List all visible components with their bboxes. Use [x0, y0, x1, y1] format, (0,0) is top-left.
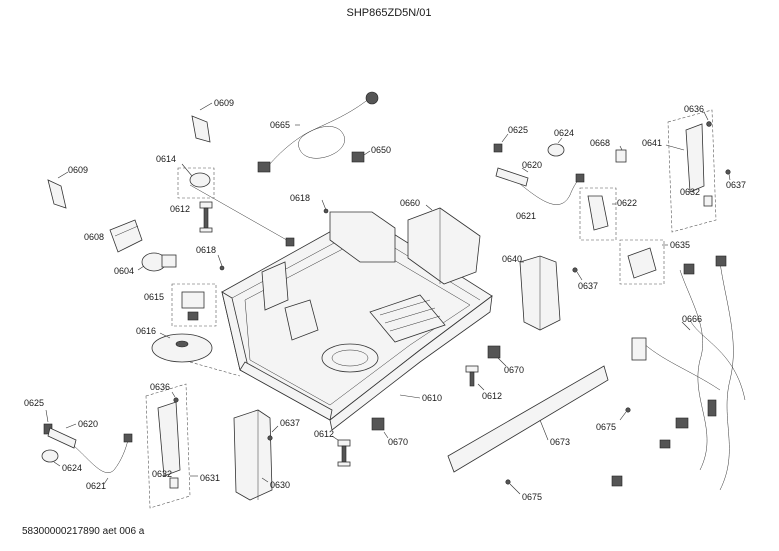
callout-0641: 0641	[642, 138, 662, 148]
callout-0670: 0670	[504, 365, 524, 375]
callout-0624: 0624	[62, 463, 82, 473]
callout-0610: 0610	[422, 393, 442, 403]
callout-0621: 0621	[516, 211, 536, 221]
callout-0618: 0618	[196, 245, 216, 255]
part-0612-foot	[465, 365, 485, 391]
callout-0604: 0604	[114, 266, 134, 276]
callout-0637: 0637	[578, 281, 598, 291]
part-0675-screw	[505, 479, 521, 495]
callout-0640: 0640	[502, 254, 522, 264]
part-0637-screw	[725, 169, 731, 181]
part-0670	[487, 345, 507, 367]
callout-0637: 0637	[726, 180, 746, 190]
callout-0615: 0615	[144, 292, 164, 302]
part-0621-cable	[73, 433, 133, 485]
part-0618-screw	[321, 199, 329, 214]
part-0666-wiring-harness	[611, 255, 746, 491]
callout-0620: 0620	[78, 419, 98, 429]
callout-0637: 0637	[280, 418, 300, 428]
callout-0636: 0636	[150, 382, 170, 392]
callout-0673: 0673	[550, 437, 570, 447]
callout-0636: 0636	[684, 104, 704, 114]
part-0637-screw	[572, 267, 583, 281]
part-0622	[579, 187, 617, 241]
callout-0625: 0625	[24, 398, 44, 408]
callout-0650: 0650	[371, 145, 391, 155]
part-0620-sensor	[47, 423, 77, 449]
part-0636-screw	[703, 111, 712, 127]
part-0668	[615, 145, 627, 163]
part-0618-screw	[217, 254, 225, 271]
callout-0609: 0609	[214, 98, 234, 108]
part-0604-valve	[137, 252, 177, 272]
callout-0621: 0621	[86, 481, 106, 491]
callout-0632: 0632	[680, 187, 700, 197]
callout-0612: 0612	[314, 429, 334, 439]
callout-0614: 0614	[156, 154, 176, 164]
callout-0618: 0618	[290, 193, 310, 203]
callout-0625: 0625	[508, 125, 528, 135]
part-0637-screw	[267, 425, 279, 441]
part-0650	[351, 150, 371, 163]
callout-0660: 0660	[400, 198, 420, 208]
callout-0668: 0668	[590, 138, 610, 148]
callout-0616: 0616	[136, 326, 156, 336]
callout-0675: 0675	[596, 422, 616, 432]
part-0624-cap	[547, 137, 565, 157]
callout-0622: 0622	[617, 198, 637, 208]
callout-0666: 0666	[682, 314, 702, 324]
part-0609-clip-left	[47, 171, 69, 209]
part-0620-sensor	[495, 167, 529, 187]
part-0621-cable	[519, 173, 585, 205]
part-0624-cap	[41, 449, 61, 467]
part-0675-screw	[619, 407, 631, 421]
part-0632-clip	[169, 477, 179, 489]
part-0641-bracket	[665, 109, 717, 233]
callout-0632: 0632	[152, 469, 172, 479]
callout-0675: 0675	[522, 492, 542, 502]
callout-0624: 0624	[554, 128, 574, 138]
callout-0665: 0665	[270, 120, 290, 130]
part-0673-kick-plate	[447, 365, 609, 473]
callout-0620: 0620	[522, 160, 542, 170]
callout-0635: 0635	[670, 240, 690, 250]
part-0640-bracket	[519, 255, 561, 331]
part-0615	[171, 283, 217, 327]
callout-0670: 0670	[388, 437, 408, 447]
part-0614-inlet-hose	[177, 163, 295, 247]
part-0608	[109, 219, 143, 253]
part-0632-clip	[703, 195, 713, 207]
part-0635	[619, 239, 668, 285]
callout-0630: 0630	[270, 480, 290, 490]
document-reference: 5830000021789​0 aet 006 a	[22, 526, 145, 537]
model-title: SHP865ZD5N/01	[347, 7, 432, 19]
callout-0612: 0612	[482, 391, 502, 401]
part-0612-foot	[199, 201, 213, 233]
part-0636-screw	[171, 391, 179, 403]
part-0670	[371, 417, 389, 439]
callout-0631: 0631	[200, 473, 220, 483]
callout-0612: 0612	[170, 204, 190, 214]
part-0631-bracket	[145, 383, 198, 509]
callout-0609: 0609	[68, 165, 88, 175]
part-0609-clip-top	[191, 102, 213, 143]
part-0660-control-module	[407, 204, 481, 285]
part-0630-bracket	[233, 409, 273, 501]
part-0612-foot	[331, 435, 351, 467]
part-0616-disc	[151, 332, 241, 377]
callout-0608: 0608	[84, 232, 104, 242]
part-0665-mains-cable	[257, 91, 379, 173]
part-0625-clip	[493, 133, 509, 153]
